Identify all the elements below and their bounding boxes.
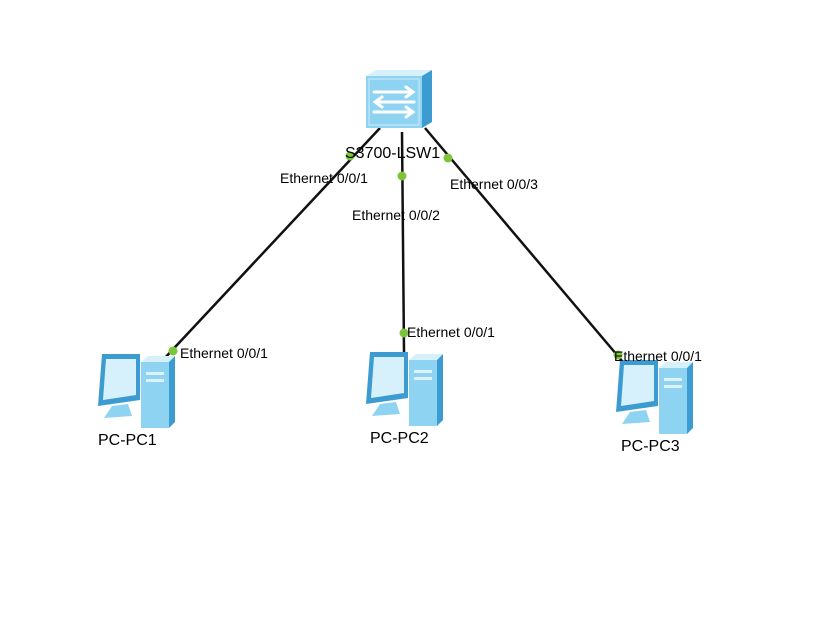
pc-icon[interactable] [366, 352, 443, 426]
port-dot-pc1-e001[interactable] [168, 346, 178, 356]
port-dot-pc3-e001[interactable] [613, 350, 623, 360]
port-dot-sw-e003[interactable] [443, 153, 453, 163]
device-name-pc2: PC-PC2 [370, 430, 429, 447]
port-label-sw-e003: Ethernet 0/0/3 [450, 176, 538, 192]
pc-icon[interactable] [98, 354, 175, 428]
port-label-sw-e002: Ethernet 0/0/2 [352, 207, 440, 223]
port-label-pc3-e001: Ethernet 0/0/1 [614, 348, 702, 364]
port-label-sw-e001: Ethernet 0/0/1 [280, 170, 368, 186]
link-sw-pc2[interactable] [400, 131, 406, 353]
port-label-pc1-e001: Ethernet 0/0/1 [180, 345, 268, 361]
port-dot-sw-e002[interactable] [397, 171, 407, 181]
pc-icon[interactable] [616, 360, 693, 434]
port-dot-sw-e001[interactable] [345, 151, 355, 161]
device-name-switch: S3700-LSW1 [345, 145, 441, 162]
port-label-pc2-e001: Ethernet 0/0/1 [407, 324, 495, 340]
device-name-pc3: PC-PC3 [621, 438, 680, 455]
link-sw-pc1[interactable] [162, 127, 381, 361]
switch-icon[interactable] [366, 70, 432, 128]
link-sw-pc3[interactable] [424, 127, 629, 369]
device-name-pc1: PC-PC1 [98, 432, 157, 449]
port-dot-pc2-e001[interactable] [399, 328, 409, 338]
